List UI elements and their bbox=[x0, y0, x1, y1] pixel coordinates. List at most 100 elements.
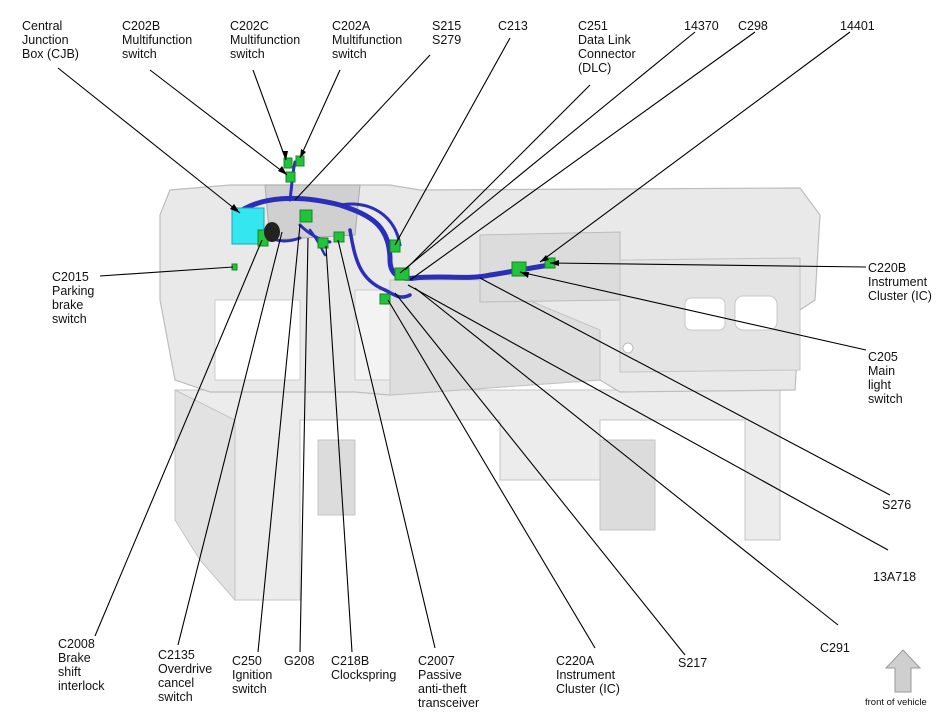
left-lower-cutout bbox=[214, 299, 301, 381]
leader-14370 bbox=[399, 31, 696, 274]
leader-c205 bbox=[519, 271, 867, 351]
leader-c220b bbox=[549, 262, 867, 268]
instrument-panel-structure bbox=[159, 184, 821, 602]
up-arrow-icon bbox=[884, 649, 922, 693]
c202b-connector bbox=[285, 171, 296, 183]
label-s276: S276 bbox=[882, 498, 911, 512]
label-line: shift bbox=[58, 665, 81, 679]
label-c2135: C2135 Overdrive cancel switch bbox=[158, 648, 212, 704]
leader-c218b bbox=[325, 245, 353, 653]
leader-14401 bbox=[539, 31, 851, 263]
label-line: anti-theft bbox=[418, 682, 467, 696]
label-c220b: C220B Instrument Cluster (IC) bbox=[868, 261, 932, 303]
c220a-connector bbox=[379, 293, 391, 305]
label-line: S217 bbox=[678, 656, 708, 670]
label-line: Multifunction bbox=[230, 33, 301, 47]
label-line: switch bbox=[230, 47, 265, 61]
label-c220a: C220A Instrument Cluster (IC) bbox=[556, 654, 620, 696]
label-line: Ignition bbox=[232, 668, 273, 682]
leader-c202c bbox=[252, 69, 287, 161]
label-line: switch bbox=[158, 690, 193, 704]
label-c202c: C202C Multifunction switch bbox=[230, 19, 300, 61]
label-line: C205 bbox=[868, 350, 898, 364]
leader-s276 bbox=[479, 277, 891, 496]
leader-s215 bbox=[294, 54, 431, 201]
bolt-hole bbox=[622, 342, 634, 354]
label-s217: S217 bbox=[678, 656, 707, 670]
label-c250: C250 Ignition switch bbox=[232, 654, 272, 696]
components bbox=[231, 155, 556, 305]
label-line: S276 bbox=[882, 498, 912, 512]
label-13a718: 13A718 bbox=[873, 570, 916, 584]
label-line: Junction bbox=[22, 33, 69, 47]
black-connector bbox=[264, 222, 280, 242]
label-line: Multifunction bbox=[332, 33, 403, 47]
label-line: 14370 bbox=[684, 19, 719, 33]
label-line: C202B bbox=[122, 19, 161, 33]
arrowhead-c202b bbox=[278, 166, 287, 175]
label-line: switch bbox=[232, 682, 267, 696]
label-line: Parking bbox=[52, 284, 95, 298]
right-bracket bbox=[599, 439, 656, 531]
front-of-vehicle-arrow bbox=[884, 649, 922, 693]
label-c298: C298 bbox=[738, 19, 768, 33]
label-line: C2008 bbox=[58, 637, 95, 651]
label-line: C220B bbox=[868, 261, 907, 275]
label-line: Cluster (IC) bbox=[868, 289, 932, 303]
harness-trunk bbox=[232, 196, 553, 281]
label-14370: 14370 bbox=[684, 19, 719, 33]
label-line: Central bbox=[22, 19, 63, 33]
c202c-connector bbox=[283, 157, 293, 169]
label-line: Data Link bbox=[578, 33, 631, 47]
label-line: C291 bbox=[820, 641, 850, 655]
label-line: G208 bbox=[284, 654, 315, 668]
center-bracket bbox=[317, 439, 356, 516]
leader-g208 bbox=[299, 237, 309, 653]
label-line: front of vehicle bbox=[865, 697, 927, 708]
leader-c291 bbox=[414, 287, 839, 626]
label-line: C213 bbox=[498, 19, 528, 33]
label-line: C202C bbox=[230, 19, 269, 33]
label-c202b: C202B Multifunction switch bbox=[122, 19, 192, 61]
label-s215-s279: S215 S279 bbox=[432, 19, 461, 47]
label-c205: C205 Main light switch bbox=[868, 350, 903, 406]
leader-cjb bbox=[57, 67, 241, 214]
label-line: light bbox=[868, 378, 891, 392]
arrowhead-14401 bbox=[540, 255, 549, 262]
leader-c298 bbox=[409, 31, 756, 281]
label-line: Instrument bbox=[868, 275, 928, 289]
arrowhead-cjb bbox=[230, 204, 240, 213]
leader-c213 bbox=[394, 37, 511, 246]
leader-c202b bbox=[149, 69, 288, 176]
label-c251: C251 Data Link Connector (DLC) bbox=[578, 19, 636, 75]
label-line: Clockspring bbox=[331, 668, 397, 682]
c202a-connector bbox=[295, 155, 305, 167]
leader-c2007 bbox=[337, 239, 436, 649]
leader-c250 bbox=[257, 224, 301, 653]
ignition-connector bbox=[317, 237, 329, 249]
label-line: cancel bbox=[158, 676, 195, 690]
leader-c202a bbox=[299, 69, 341, 159]
label-c2008: C2008 Brake shift interlock bbox=[58, 637, 105, 693]
label-line: (DLC) bbox=[578, 61, 612, 75]
leader-arrowheads bbox=[230, 149, 559, 278]
label-line: Multifunction bbox=[122, 33, 193, 47]
right-cutout-b bbox=[734, 295, 778, 331]
label-line: brake bbox=[52, 298, 84, 312]
label-line: Cluster (IC) bbox=[556, 682, 620, 696]
label-line: switch bbox=[332, 47, 367, 61]
label-line: C202A bbox=[332, 19, 371, 33]
arrowhead-c202a bbox=[300, 149, 306, 158]
label-c218b: C218B Clockspring bbox=[331, 654, 396, 682]
dlc-connector bbox=[394, 267, 410, 281]
leader-c2015 bbox=[99, 266, 234, 277]
label-c202a: C202A Multifunction switch bbox=[332, 19, 402, 61]
arrowhead-c205 bbox=[520, 272, 529, 278]
label-line: switch bbox=[868, 392, 903, 406]
label-line: S279 bbox=[432, 33, 462, 47]
label-line: Brake bbox=[58, 651, 91, 665]
harness-branch-lower bbox=[348, 228, 412, 299]
leader-lines bbox=[57, 31, 891, 656]
